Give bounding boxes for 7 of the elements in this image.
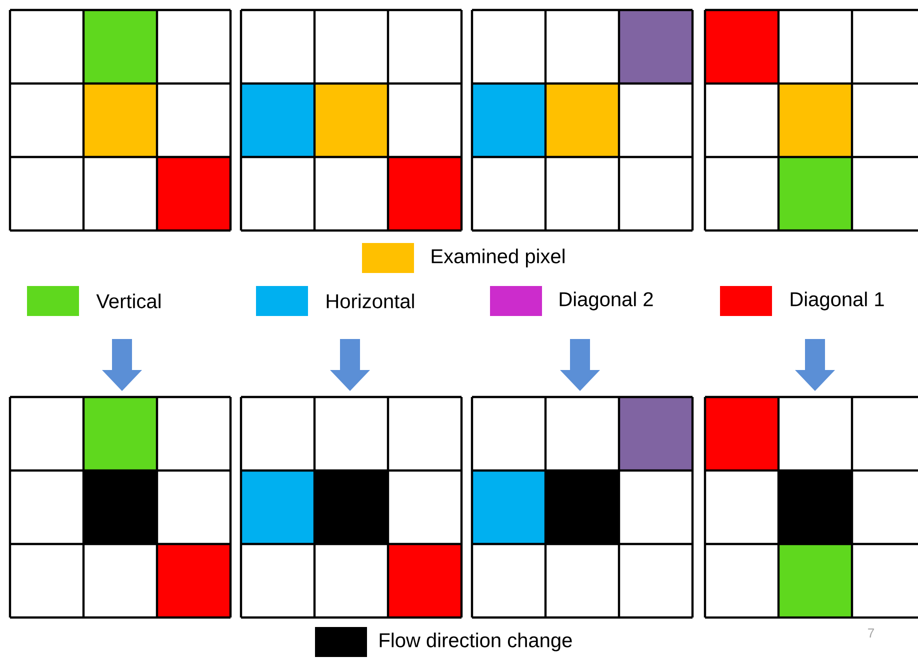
- legend-label: Horizontal: [326, 294, 414, 308]
- legend-label: Examined pixel: [432, 248, 564, 268]
- legend-label: Vertical: [96, 294, 160, 308]
- legend-label: Diagonal 2: [560, 292, 653, 310]
- legend-label: Flow direction change: [380, 632, 572, 652]
- legend-label: Diagonal 1: [790, 292, 884, 310]
- page-number: 7: [868, 628, 874, 638]
